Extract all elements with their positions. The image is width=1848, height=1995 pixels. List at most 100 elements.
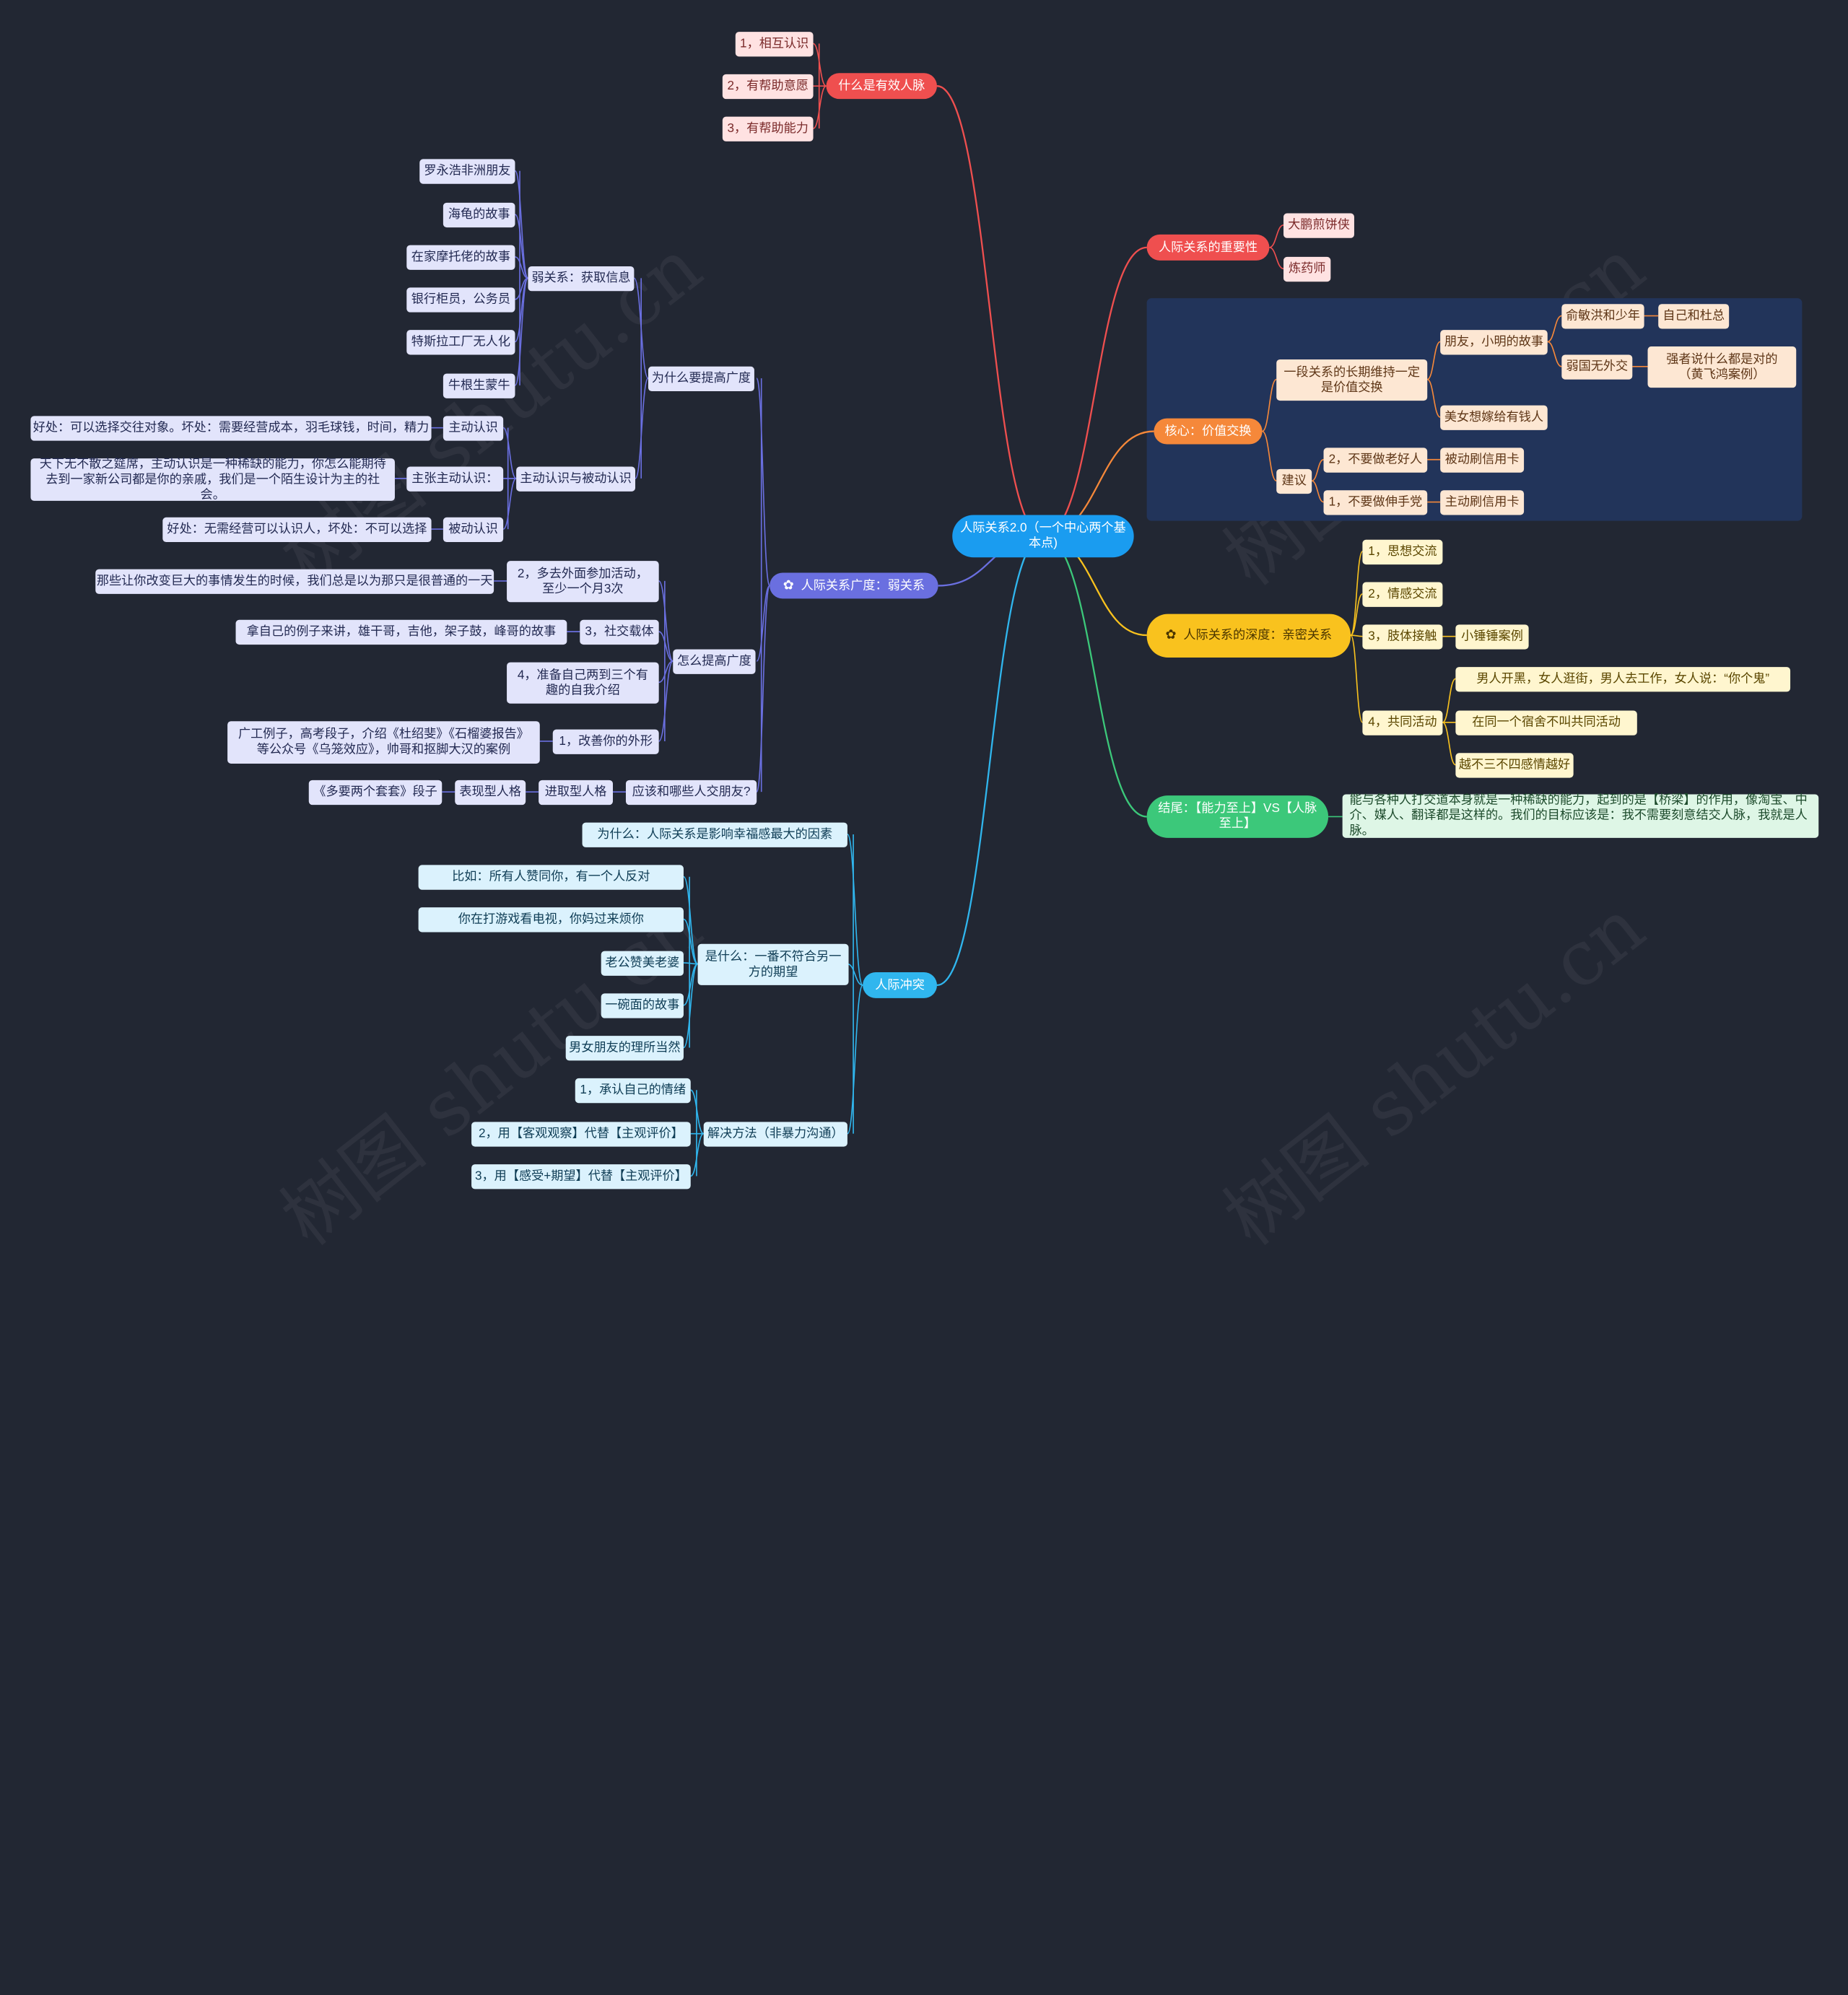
du-node[interactable]: 自己和杜总 bbox=[1658, 304, 1730, 329]
activity-node[interactable]: 越不三不四感情越好 bbox=[1455, 753, 1574, 778]
how-desc-node[interactable]: 拿自己的例子来讲，雄干哥，吉他，架子鼓，峰哥的故事 bbox=[235, 619, 567, 645]
connector-line bbox=[1269, 247, 1284, 270]
ending-node[interactable]: 结尾：【能力至上】VS【人脉至上】 bbox=[1146, 795, 1329, 838]
connector-line bbox=[514, 277, 529, 386]
depth-node[interactable]: ✿人际关系的深度：亲密关系 bbox=[1146, 614, 1351, 658]
effective-item-node[interactable]: 3，有帮助能力 bbox=[722, 116, 814, 141]
connector-line bbox=[1262, 430, 1277, 481]
yu-node[interactable]: 俞敏洪和少年 bbox=[1561, 304, 1644, 329]
connector-line bbox=[1351, 634, 1363, 637]
connector-line bbox=[1350, 593, 1364, 636]
connector-line bbox=[1261, 378, 1278, 432]
weak-item-node[interactable]: 罗永浩非洲朋友 bbox=[419, 159, 515, 184]
effective-network-node[interactable]: 什么是有效人脉 bbox=[826, 73, 937, 100]
how-breadth-node[interactable]: 怎么提高广度 bbox=[673, 649, 756, 674]
advice-sub-node[interactable]: 被动刷信用卡 bbox=[1440, 448, 1525, 473]
activity-node[interactable]: 在同一个宿舍不叫共同活动 bbox=[1455, 710, 1637, 735]
weak-item-node[interactable]: 特斯拉工厂无人化 bbox=[406, 330, 515, 355]
advocate-node[interactable]: 主张主动认识： bbox=[406, 466, 504, 492]
connector-line bbox=[1442, 678, 1457, 723]
how-item-node[interactable]: 3，社交载体 bbox=[580, 619, 659, 645]
flower-icon: ✿ bbox=[1165, 628, 1177, 642]
core-node[interactable]: 核心：价值交换 bbox=[1154, 418, 1263, 445]
connector-line bbox=[756, 377, 770, 587]
connector-line bbox=[1547, 315, 1562, 343]
conflict-why-node[interactable]: 为什么：人际关系是影响幸福感最大的因素 bbox=[582, 822, 847, 847]
effective-item-node[interactable]: 1，相互认识 bbox=[735, 32, 814, 57]
connector-line bbox=[683, 962, 698, 965]
solution-item-node[interactable]: 2，用【客观观察】代替【主观评价】 bbox=[471, 1122, 691, 1147]
solution-node[interactable]: 解决方法（非暴力沟通） bbox=[703, 1122, 847, 1147]
passive-node[interactable]: 被动认识 bbox=[443, 517, 504, 543]
friend-story-node[interactable]: 朋友，小明的故事 bbox=[1440, 330, 1548, 355]
connector-line bbox=[1426, 378, 1441, 418]
performer-node[interactable]: 表现型人格 bbox=[455, 780, 526, 806]
connector-line bbox=[1426, 341, 1441, 380]
weak-item-node[interactable]: 牛根生蒙牛 bbox=[443, 373, 515, 398]
connector-line bbox=[1042, 535, 1147, 818]
passive-desc-node[interactable]: 好处：无需经营可以认识人，坏处：不可以选择 bbox=[162, 517, 432, 543]
conflict-what-node[interactable]: 是什么：一番不符合另一方的期望 bbox=[697, 943, 849, 985]
importance-item-node[interactable]: 炼药师 bbox=[1283, 256, 1331, 282]
connector-line bbox=[1350, 551, 1364, 636]
progressive-node[interactable]: 进取型人格 bbox=[539, 780, 614, 806]
connector-line bbox=[683, 876, 699, 965]
depth-item-node[interactable]: 2，情感交流 bbox=[1362, 582, 1443, 607]
advice-item-node[interactable]: 2，不要做老好人 bbox=[1323, 448, 1428, 473]
depth-item-node[interactable]: 3，肢体接触 bbox=[1362, 624, 1443, 650]
how-desc-node[interactable]: 广工例子，高考段子，介绍《杜绍斐》《石榴婆报告》等公众号《乌笼效应》，帅哥和抠脚… bbox=[227, 721, 540, 764]
longterm-node[interactable]: 一段关系的长期维持一定是价值交换 bbox=[1276, 359, 1428, 401]
advice-item-node[interactable]: 1，不要做伸手党 bbox=[1323, 490, 1428, 515]
activity-node[interactable]: 男人开黑，女人逛街，男人去工作，女人说：“你个鬼” bbox=[1455, 667, 1791, 692]
conflict-what-item-node[interactable]: 老公赞美老婆 bbox=[601, 951, 684, 976]
connector-line bbox=[1311, 458, 1324, 481]
connector-line bbox=[847, 985, 863, 1135]
connector-line bbox=[502, 427, 517, 479]
importance-node[interactable]: 人际关系的重要性 bbox=[1146, 234, 1270, 261]
ending-text-node[interactable]: 能与各种人打交道本身就是一种稀缺的能力，起到的是【桥梁】的作用，像淘宝、中介、媒… bbox=[1342, 793, 1819, 838]
weak-item-node[interactable]: 在家摩托佬的故事 bbox=[406, 245, 515, 270]
connector-line bbox=[936, 85, 1044, 538]
root-node[interactable]: 人际关系2.0（一个中心两个基本点) bbox=[952, 515, 1134, 558]
advocate-desc-node[interactable]: 天下无不散之筵席，主动认识是一种稀缺的能力，你怎么能期待去到一家新公司都是你的亲… bbox=[30, 457, 395, 502]
tao-node[interactable]: 《多要两个套套》段子 bbox=[308, 780, 443, 806]
active-desc-node[interactable]: 好处：可以选择交往对象。坏处：需要经营成本，羽毛球钱，时间，精力 bbox=[30, 416, 432, 441]
beauty-node[interactable]: 美女想嫁给有钱人 bbox=[1440, 405, 1548, 430]
active-node[interactable]: 主动认识 bbox=[443, 416, 504, 441]
depth-item-node[interactable]: 1，思想交流 bbox=[1362, 539, 1443, 565]
conflict-what-item-node[interactable]: 男女朋友的理所当然 bbox=[565, 1036, 684, 1061]
conflict-node[interactable]: 人际冲突 bbox=[863, 972, 937, 998]
how-item-node[interactable]: 4，准备自己两到三个有趣的自我介绍 bbox=[507, 662, 659, 704]
connector-line bbox=[936, 535, 1044, 987]
weak-item-node[interactable]: 海龟的故事 bbox=[443, 202, 515, 228]
how-desc-node[interactable]: 那些让你改变巨大的事情发生的时候，我们总是以为那只是很普通的一天 bbox=[95, 569, 494, 594]
conflict-what-item-node[interactable]: 比如：所有人赞同你，有一个人反对 bbox=[418, 865, 684, 890]
connector-line bbox=[658, 660, 674, 742]
effective-item-node[interactable]: 2，有帮助意愿 bbox=[722, 74, 814, 100]
connector-line bbox=[1311, 480, 1324, 503]
active-passive-node[interactable]: 主动认识与被动认识 bbox=[516, 466, 636, 492]
solution-item-node[interactable]: 1，承认自己的情绪 bbox=[575, 1078, 691, 1104]
whom-node[interactable]: 应该和哪些人交朋友? bbox=[625, 780, 757, 806]
why-breadth-node[interactable]: 为什么要提高广度 bbox=[648, 366, 754, 392]
connector-line bbox=[502, 478, 517, 530]
advice-node[interactable]: 建议 bbox=[1276, 468, 1312, 494]
connector-line bbox=[683, 963, 699, 1049]
conflict-what-item-node[interactable]: 一碗面的故事 bbox=[601, 993, 684, 1018]
how-item-node[interactable]: 1，改善你的外形 bbox=[552, 729, 659, 754]
advice-sub-node[interactable]: 主动刷信用卡 bbox=[1440, 490, 1525, 515]
connector-line bbox=[690, 1132, 705, 1177]
connector-lines bbox=[394, 43, 1659, 1177]
depth-item-node[interactable]: 4，共同活动 bbox=[1362, 710, 1443, 735]
touch-case-node[interactable]: 小锤锤案例 bbox=[1455, 624, 1529, 650]
weak-item-node[interactable]: 银行柜员，公务员 bbox=[406, 287, 515, 313]
solution-item-node[interactable]: 3，用【感受+期望】代替【主观评价】 bbox=[471, 1164, 691, 1189]
how-item-node[interactable]: 2，多去外面参加活动，至少一个月3次 bbox=[507, 561, 659, 603]
conflict-what-item-node[interactable]: 你在打游戏看电视，你妈过来烦你 bbox=[418, 907, 684, 933]
weak-country-node[interactable]: 弱国无外交 bbox=[1561, 354, 1633, 380]
weak-tie-node[interactable]: 弱关系：获取信息 bbox=[528, 266, 635, 292]
strong-node[interactable]: 强者说什么都是对的（黄飞鸿案例） bbox=[1647, 346, 1797, 388]
breadth-node[interactable]: ✿人际关系广度：弱关系 bbox=[770, 572, 938, 599]
importance-item-node[interactable]: 大鹏煎饼侠 bbox=[1283, 213, 1354, 238]
